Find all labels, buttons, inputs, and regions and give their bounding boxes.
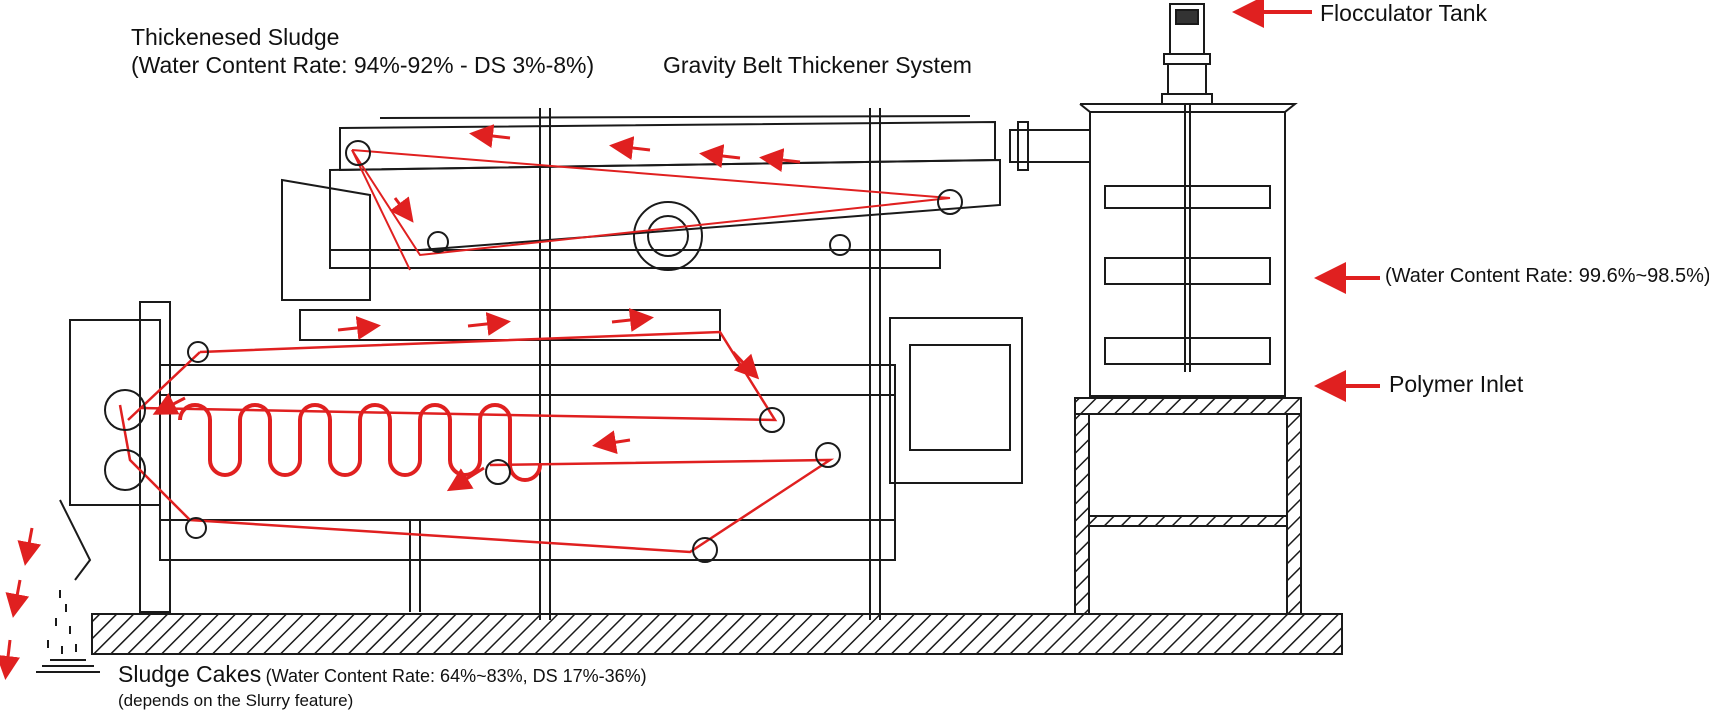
press-rollers [104,341,841,563]
sludge-cakes-note: (depends on the Slurry feature) [118,691,354,710]
roller-icon [187,341,209,363]
control-panel-icon [909,344,1011,451]
polymer-inlet-label: Polymer Inlet [1389,371,1524,397]
roller-icon [829,234,851,256]
upper-flow-arrows [389,124,801,223]
roller-icon [185,517,207,539]
falling-cake-arrows [0,527,42,680]
flocculator-tank-label: Flocculator Tank [1320,0,1488,26]
belt-press-section [59,301,1023,613]
inlet-water-rate-label: (Water Content Rate: 99.6%~98.5%) [1385,265,1709,287]
sludge-cakes-detail: (Water Content Rate: 64%~83%, DS 17%-36%… [265,666,647,686]
thickened-sludge-title: Thickenesed Sludge [131,24,340,50]
roller-icon [937,189,963,215]
press-flow-arrows [152,308,760,492]
roller-icon [692,537,718,563]
flocculator-tank [1009,3,1302,615]
inspection-port [633,201,703,271]
upper-rollers [345,140,963,256]
thickened-sludge-detail: (Water Content Rate: 94%-92% - DS 3%-8%) [131,52,595,78]
ground-base [91,613,1343,655]
upper-belt [351,149,951,271]
roller-icon [104,449,146,491]
sludge-cake-pile [36,590,100,673]
roller-icon [485,459,511,485]
sludge-cakes-label: Sludge Cakes (Water Content Rate: 64%~83… [118,663,647,686]
system-title: Gravity Belt Thickener System [663,52,972,78]
roller-icon [427,231,449,253]
roller-icon [345,140,371,166]
roller-icon [815,442,841,468]
roller-icon [104,389,146,431]
roller-icon [759,407,785,433]
serpentine-rollers [178,403,542,482]
sludge-cakes-title: Sludge Cakes [118,661,262,687]
callout-arrows [1232,0,1380,402]
